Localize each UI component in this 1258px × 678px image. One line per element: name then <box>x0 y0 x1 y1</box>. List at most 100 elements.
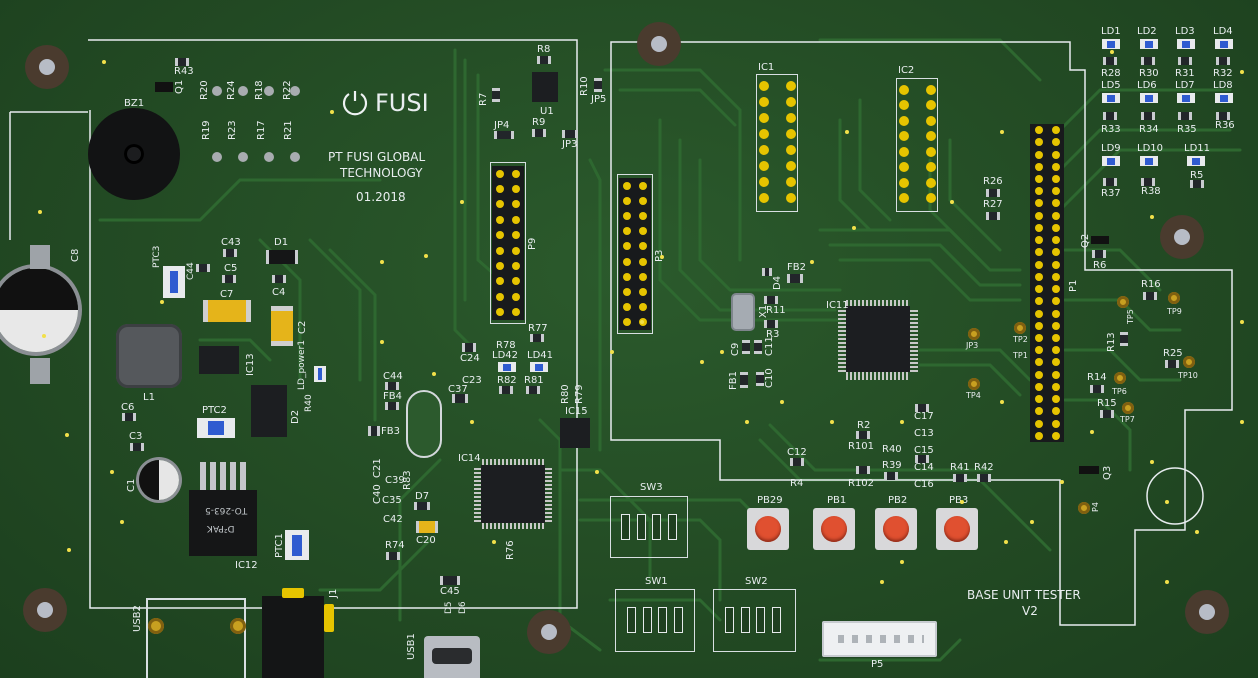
pin <box>1051 211 1060 220</box>
dip-switch-toggle[interactable] <box>673 607 683 633</box>
label-ld7: LD7 <box>1175 80 1195 91</box>
pad-r17 <box>264 152 274 162</box>
pushbutton-pb3[interactable] <box>936 508 978 550</box>
dip-pin <box>785 177 796 187</box>
dip-switch-toggle[interactable] <box>740 607 750 633</box>
jumper-jp3 <box>562 130 578 138</box>
dipswitch-sw1[interactable] <box>615 589 695 652</box>
dipswitch-sw3-switches[interactable] <box>618 504 680 550</box>
fusi-logo-icon <box>342 91 368 116</box>
capacitor-c15 <box>915 455 929 463</box>
via-dot <box>720 350 724 354</box>
dip-switch-toggle[interactable] <box>725 607 735 633</box>
label-r7: R7 <box>478 92 489 106</box>
led-ld3 <box>1177 39 1195 49</box>
dip-switch-toggle[interactable] <box>771 607 781 633</box>
pin <box>1051 297 1060 306</box>
ferrite-fb2 <box>787 274 803 283</box>
pushbutton-pb1[interactable] <box>813 508 855 550</box>
via-dot <box>852 226 856 230</box>
dip-switch-toggle[interactable] <box>642 607 652 633</box>
ic11-pins-left <box>838 308 846 372</box>
label-c37: C37 <box>448 384 468 395</box>
led-ld11 <box>1187 156 1205 166</box>
capacitor-c6 <box>122 413 136 421</box>
resistor-r34 <box>1141 112 1155 120</box>
pin <box>623 242 631 251</box>
capacitor-c37 <box>452 394 468 403</box>
dipswitch-sw3[interactable] <box>610 496 688 558</box>
resistor-r6 <box>1092 250 1106 258</box>
dip-switch-toggle[interactable] <box>756 607 766 633</box>
label-ld6: LD6 <box>1137 80 1157 91</box>
resistor-r81 <box>526 386 540 394</box>
ic1-dip <box>750 78 804 206</box>
dip-switch-toggle[interactable] <box>621 514 631 540</box>
label-ld-power1: LD_power1 <box>297 340 307 390</box>
diode-d4 <box>762 268 772 276</box>
pin <box>496 292 504 301</box>
led-power <box>314 366 326 382</box>
dip-switch-toggle[interactable] <box>667 514 677 540</box>
pin <box>1034 321 1043 330</box>
resistor-r11 <box>764 296 778 304</box>
pin <box>1034 395 1043 404</box>
label-r34: R34 <box>1139 124 1159 135</box>
label-fb1: FB1 <box>728 371 739 390</box>
dip-switch-toggle[interactable] <box>652 514 662 540</box>
label-tp6: TP6 <box>1112 387 1127 396</box>
pushbutton-pb29[interactable] <box>747 508 789 550</box>
pin <box>496 231 504 240</box>
pin <box>496 262 504 271</box>
pin <box>639 196 647 205</box>
label-fb4: FB4 <box>383 391 402 402</box>
capacitor-c17 <box>915 404 929 412</box>
label-c44b: C44 <box>383 371 403 382</box>
via-dot <box>810 260 814 264</box>
label-q3: Q3 <box>1102 465 1113 480</box>
dip-switch-toggle[interactable] <box>627 607 637 633</box>
pin <box>623 211 631 220</box>
capacitor-c8-lead-bottom <box>30 358 50 384</box>
capacitor-c1 <box>139 460 179 500</box>
pin <box>1051 346 1060 355</box>
led-ld4 <box>1215 39 1233 49</box>
label-c16: C16 <box>914 479 934 490</box>
resistor-r27 <box>986 212 1000 220</box>
dip-switch-toggle[interactable] <box>658 607 668 633</box>
label-u1: U1 <box>540 106 554 117</box>
pin <box>1034 199 1043 208</box>
label-p9: P9 <box>527 237 538 250</box>
label-c39: C39 <box>385 475 405 486</box>
pin <box>623 287 631 296</box>
pad-r24 <box>238 86 248 96</box>
capacitor-c24 <box>462 343 476 352</box>
dip-pin <box>898 177 909 188</box>
via-dot <box>470 420 474 424</box>
led-ld5 <box>1102 93 1120 103</box>
label-tp4: TP4 <box>966 391 981 400</box>
label-c4: C4 <box>272 287 286 298</box>
dipswitch-sw1-switches[interactable] <box>624 597 686 643</box>
label-r35: R35 <box>1177 124 1197 135</box>
label-ic15: IC15 <box>565 406 588 417</box>
capacitor-c8 <box>0 268 78 352</box>
pin <box>512 200 520 209</box>
dipswitch-sw2-switches[interactable] <box>722 597 784 643</box>
dip-switch-toggle[interactable] <box>636 514 646 540</box>
dipswitch-sw2[interactable] <box>713 589 796 652</box>
via-dot <box>120 520 124 524</box>
ferrite-fb1 <box>740 372 748 388</box>
pin <box>1051 407 1060 416</box>
pushbutton-pb2[interactable] <box>875 508 917 550</box>
mounting-hole-bottom-center <box>527 610 571 654</box>
inductor-l1 <box>116 324 182 388</box>
via-dot <box>102 60 106 64</box>
dip-pin <box>925 131 936 142</box>
label-r38: R38 <box>1141 186 1161 197</box>
label-tp9: TP9 <box>1167 307 1182 316</box>
label-r28: R28 <box>1101 68 1121 79</box>
via-dot <box>1090 430 1094 434</box>
mounting-hole-top-left <box>25 45 69 89</box>
